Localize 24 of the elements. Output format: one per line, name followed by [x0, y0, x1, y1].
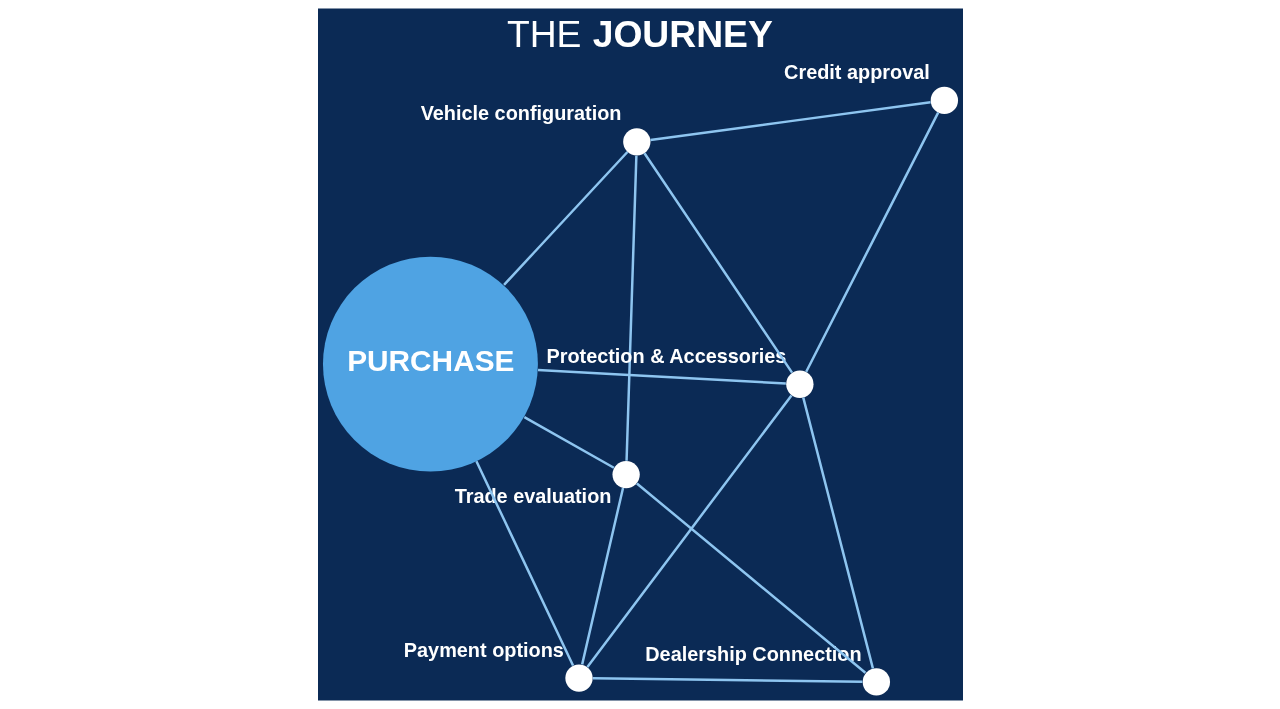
- connector: [537, 368, 786, 385]
- node-circle: [785, 370, 814, 398]
- connector: [585, 394, 792, 668]
- connector: [502, 151, 628, 286]
- connector: [801, 397, 874, 669]
- node-circle: [564, 664, 593, 692]
- connector: [592, 677, 862, 683]
- connector: [804, 112, 939, 373]
- connector: [580, 487, 624, 665]
- connector: [642, 152, 793, 374]
- connector: [474, 460, 574, 666]
- node-label: Payment options: [403, 638, 564, 661]
- node-circle: [862, 668, 890, 696]
- connector: [635, 482, 866, 674]
- node-circle: [611, 460, 640, 489]
- node-circle: PURCHASE: [322, 256, 538, 472]
- node-label: Vehicle configuration: [420, 102, 621, 125]
- connector: [624, 155, 638, 461]
- connector: [523, 416, 614, 469]
- connector: [649, 101, 931, 142]
- node-circle: [622, 128, 650, 156]
- node-circle: [930, 86, 958, 115]
- diagram-title: THE JOURNEY: [506, 12, 773, 55]
- node-label: Credit approval: [783, 61, 930, 84]
